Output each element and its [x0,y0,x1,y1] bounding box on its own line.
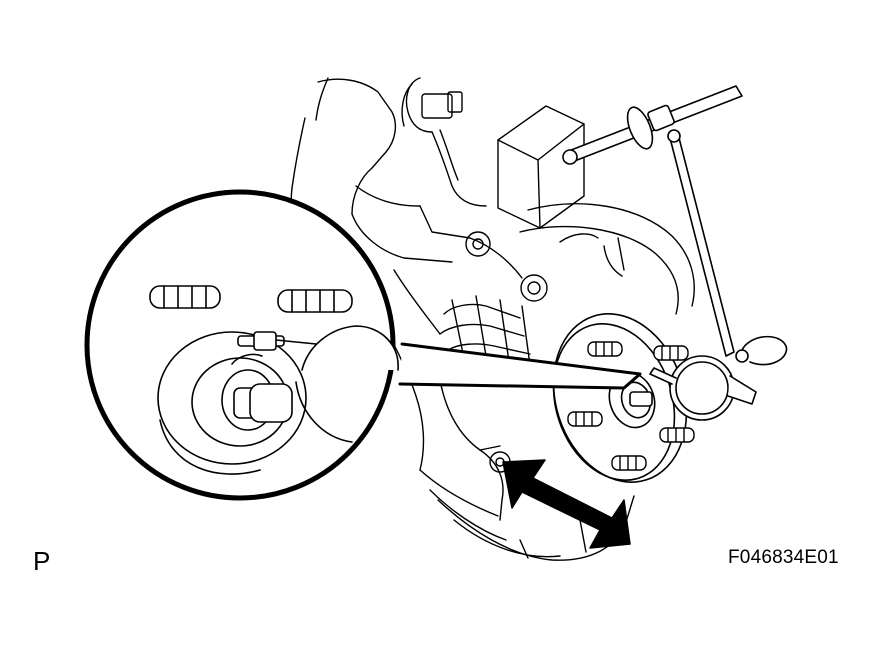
wheel-studs [567,341,695,471]
wheel-stud [611,455,647,471]
magnified-detail [84,189,642,501]
wheel-stud [567,411,603,427]
movement-direction-arrow [502,459,631,549]
wheel-stud [587,341,623,357]
corner-mark: P [33,546,51,576]
dial-indicator-stand [562,85,788,421]
figure-code: F046834E01 [728,547,839,568]
wheel-stud [659,427,695,443]
wheel-stud [653,345,689,361]
